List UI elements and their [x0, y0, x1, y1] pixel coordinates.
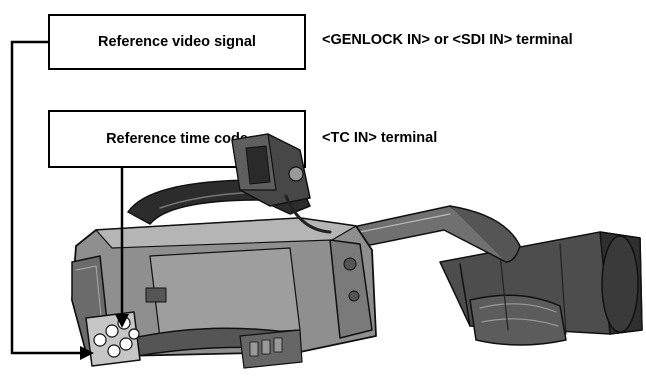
reference-time-code-label: Reference time code	[106, 131, 248, 147]
camera-illustration	[71, 133, 643, 369]
tc-in-terminal-label: <TC IN> terminal	[322, 130, 438, 146]
reference-video-signal-label: Reference video signal	[98, 34, 256, 50]
signal-lines	[10, 40, 124, 355]
reference-video-signal-box: Reference video signal	[48, 14, 306, 70]
arrow-head-tc	[115, 314, 129, 328]
genlock-sdi-terminal-label: <GENLOCK IN> or <SDI IN> terminal	[322, 32, 573, 48]
arrow-head-video	[80, 346, 94, 360]
reference-video-line	[10, 40, 82, 355]
